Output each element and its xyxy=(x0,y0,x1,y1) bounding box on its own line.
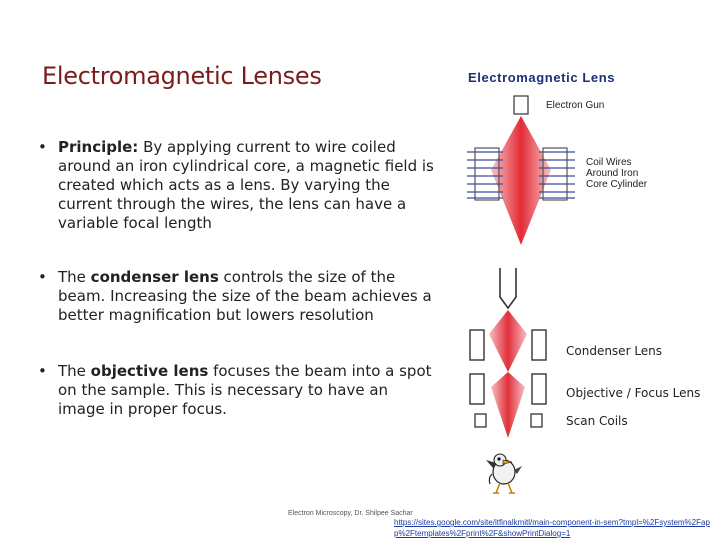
electron-gun-label: Electron Gun xyxy=(546,100,605,111)
bullet-text: controls the size of the beam. Increasin… xyxy=(58,268,432,324)
coil-label: Coil Wires Around Iron Core Cylinder xyxy=(586,157,647,190)
left-coil-icon xyxy=(467,147,503,201)
right-coil-icon xyxy=(539,147,575,201)
electron-gun-icon xyxy=(513,95,529,115)
specimen-bird-icon xyxy=(486,453,522,494)
bullet-dot: • xyxy=(38,268,47,286)
coil-label-line: Around Iron xyxy=(586,168,639,179)
bullet-dot: • xyxy=(38,362,47,380)
source-link[interactable]: https://sites.google.com/site/itfinalkmi… xyxy=(394,518,710,538)
sem-column-diagram xyxy=(469,268,547,438)
condenser-right-icon xyxy=(531,329,547,361)
scan-coils-label: Scan Coils xyxy=(566,414,628,428)
objective-lens-label: Objective / Focus Lens xyxy=(566,386,701,400)
bullet-text: focuses the beam into a spot on the samp… xyxy=(58,362,432,418)
bullet-principle: • Principle: By applying current to wire… xyxy=(38,138,438,233)
footer-credit: Electron Microscopy, Dr. Shilpee Sachar xyxy=(288,510,413,517)
beam-condenser xyxy=(489,310,527,372)
objective-right-icon xyxy=(531,373,547,405)
bullet-dot: • xyxy=(38,138,47,156)
coil-label-line: Coil Wires xyxy=(586,157,632,168)
bullet-bold: Principle: xyxy=(58,138,139,156)
scan-coil-left-icon xyxy=(474,413,487,428)
condenser-left-icon xyxy=(469,329,485,361)
electron-beam-upper xyxy=(491,116,551,245)
electromagnetic-lens-diagram xyxy=(467,95,575,245)
bullet-prefix: The xyxy=(58,268,91,286)
bullet-condenser: • The condenser lens controls the size o… xyxy=(38,268,438,325)
filament-icon xyxy=(499,268,517,310)
bullet-objective: • The objective lens focuses the beam in… xyxy=(38,362,438,419)
bullet-text: By applying current to wire coiled aroun… xyxy=(58,138,434,232)
beam-objective xyxy=(491,372,525,438)
scan-coil-right-icon xyxy=(530,413,543,428)
diagram-title: Electromagnetic Lens xyxy=(468,70,616,85)
bullet-prefix: The xyxy=(58,362,91,380)
objective-left-icon xyxy=(469,373,485,405)
bullet-bold: objective lens xyxy=(90,362,209,380)
slide-title: Electromagnetic Lenses xyxy=(42,62,322,90)
bullet-bold: condenser lens xyxy=(90,268,219,286)
coil-label-line: Core Cylinder xyxy=(586,179,648,190)
condenser-lens-label: Condenser Lens xyxy=(566,344,663,358)
